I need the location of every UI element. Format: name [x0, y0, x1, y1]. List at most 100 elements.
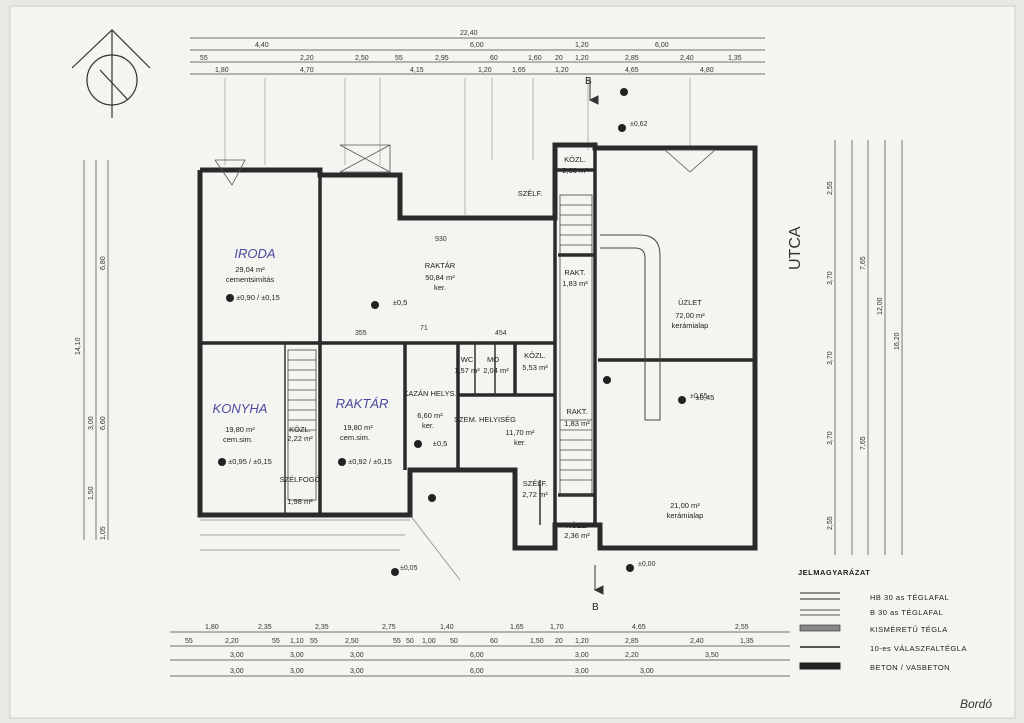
dim-top-r2-0: 4,40	[255, 42, 269, 49]
dim-bottom-r2-8: 1,00	[422, 638, 436, 645]
dim-right-1: 3,70	[827, 271, 834, 285]
room-szem-name: SZEM. HELYISÉG	[454, 415, 516, 424]
dim-bottom-r2-10: 60	[490, 638, 498, 645]
dim-top-r4-3: 1,20	[478, 67, 492, 74]
dim-bottom-r2-11: 1,50	[530, 638, 544, 645]
dim-left-5: 1,05	[100, 526, 107, 540]
room-iroda-level: ±0,90 / ±0,15	[236, 293, 280, 302]
dim-top-r3-5: 60	[490, 55, 498, 62]
dim-bottom-r1-6: 1,70	[550, 624, 564, 631]
annotation-454: 454	[495, 330, 507, 337]
dim-bottom-r3-1: 3,00	[290, 652, 304, 659]
dim-bottom-r2-12: 20	[555, 638, 563, 645]
room-raktar1-name: RAKTÁR	[425, 261, 456, 270]
dim-top-r3-0: 55	[200, 55, 208, 62]
dim-bottom-r1-8: 2,55	[735, 624, 749, 631]
room-uzlet2-area: 21,00 m²	[670, 501, 700, 510]
room-uzlet1-name: ÜZLET	[678, 298, 702, 307]
section-mark-bottom: B	[592, 602, 599, 613]
dim-top-r4-4: 1,65	[512, 67, 526, 74]
room-kozl2-area: 2,36 m²	[562, 166, 588, 175]
room-raktar2-level: ±0,92 / ±0,15	[348, 457, 392, 466]
right-dimension-lines	[834, 140, 903, 555]
room-kozl3-area: 2,36 m²	[564, 531, 590, 540]
dim-bottom-r1-2: 2,35	[315, 624, 329, 631]
legend-item-4: BETON / VASBETON	[870, 663, 950, 672]
dim-top-r4-7: 4,80	[700, 67, 714, 74]
dim-bottom-r2-9: 50	[450, 638, 458, 645]
level-marker-icons	[218, 88, 686, 576]
room-kazan-level: ±0,5	[433, 439, 448, 448]
annotation-000: ±0,00	[638, 561, 656, 568]
room-wc-area: 1,57 m²	[454, 366, 480, 375]
room-szelfogo2-name: SZÉLF.	[523, 479, 548, 488]
room-raktar2-area: 19,80 m²	[343, 423, 373, 432]
dim-bottom-r2-0: 55	[185, 638, 193, 645]
dim-top-r4-6: 4,65	[625, 67, 639, 74]
section-mark-top: B	[585, 76, 592, 87]
dim-top-r2-3: 6,00	[655, 42, 669, 49]
section-line-marks	[588, 80, 604, 595]
dim-left-0: 14,10	[75, 337, 82, 355]
room-uzlet1-level: ±0,45	[696, 393, 715, 402]
dim-bottom-r2-13: 1,20	[575, 638, 589, 645]
dim-bottom-r4-4: 3,00	[575, 668, 589, 675]
dim-top-r4-0: 1,80	[215, 67, 229, 74]
legend-swatch-solid	[799, 662, 841, 670]
room-uzlet1-area: 72,00 m²	[675, 311, 705, 320]
dim-right-4: 2,55	[827, 516, 834, 530]
annotation-355: 355	[355, 330, 367, 337]
dim-bottom-r1-1: 2,35	[258, 624, 272, 631]
room-raktk1-name: RAKT.	[564, 268, 585, 277]
bottom-dimension-lines	[170, 631, 790, 677]
room-uzlet1-floor: kerámialap	[672, 321, 709, 330]
room-kozl4-area: 2,22 m²	[287, 434, 313, 443]
left-dimension-lines	[83, 160, 109, 540]
room-kozl1-name: KÖZL.	[524, 351, 546, 360]
dim-top-r3-8: 1,20	[575, 55, 589, 62]
dim-bottom-r1-5: 1,65	[510, 624, 524, 631]
dim-bottom-r2-4: 55	[310, 638, 318, 645]
room-kozl4-name: KÖZL.	[289, 425, 311, 434]
dim-top-r3-2: 2,50	[355, 55, 369, 62]
dim-top-r3-1: 2,20	[300, 55, 314, 62]
annotation-930: 930	[435, 236, 447, 243]
room-raktk1-area: 1,83 m²	[562, 279, 588, 288]
room-konyha-level: ±0,95 / ±0,15	[228, 457, 272, 466]
dim-left-2: 6,60	[100, 416, 107, 430]
dim-bottom-r3-4: 3,00	[575, 652, 589, 659]
room-raktar1-area: 50,84 m²	[425, 273, 455, 282]
dim-bottom-r3-2: 3,00	[350, 652, 364, 659]
dim-bottom-r2-2: 55	[272, 638, 280, 645]
room-kazan-area: 6,60 m²	[417, 411, 443, 420]
paper-background	[9, 5, 1016, 719]
annotation-005: ±0,05	[400, 565, 418, 572]
dim-top-r3-3: 55	[395, 55, 403, 62]
room-konyha-floor: cem.sim.	[223, 435, 253, 444]
dim-top-r4-1: 4,70	[300, 67, 314, 74]
legend-item-2: KISMÉRETŰ TÉGLA	[870, 625, 948, 634]
signature: Bordó	[960, 697, 992, 711]
dim-bottom-r3-0: 3,00	[230, 652, 244, 659]
room-konyha-area: 19,80 m²	[225, 425, 255, 434]
dim-bottom-r2-1: 2,20	[225, 638, 239, 645]
dim-right-0: 2,55	[827, 181, 834, 195]
room-raktar2-name: RAKTÁR	[336, 396, 389, 411]
partition-walls	[284, 343, 541, 525]
dim-top-r3-10: 2,40	[680, 55, 694, 62]
annotation-065: ±0,65	[690, 393, 708, 400]
dim-top-r3-9: 2,85	[625, 55, 639, 62]
dim-left-4: 1,50	[88, 486, 95, 500]
dim-bottom-r4-5: 3,00	[640, 668, 654, 675]
dim-bottom-r1-3: 2,75	[382, 624, 396, 631]
dim-top-r4-2: 4,15	[410, 67, 424, 74]
legend-swatch-double	[800, 592, 840, 600]
room-mo-area: 2,04 m²	[483, 366, 509, 375]
interior-walls	[200, 148, 755, 525]
room-kazan-floor: ker.	[422, 421, 434, 430]
room-szelfogo3-name: SZÉLF.	[518, 189, 543, 198]
room-kozl1-area: 5,53 m²	[522, 363, 548, 372]
room-iroda-name: IRODA	[234, 246, 275, 261]
dim-bottom-r1-0: 1,80	[205, 624, 219, 631]
